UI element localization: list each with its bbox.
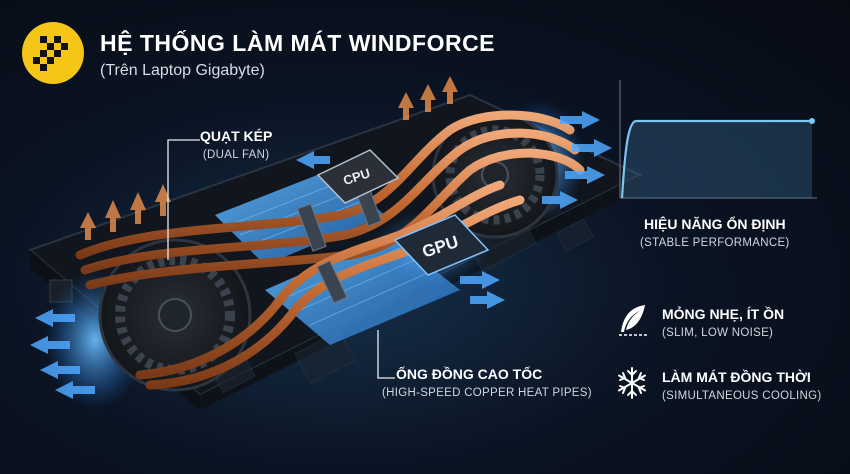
slim-label: MỎNG NHẸ, ÍT ỒN bbox=[662, 306, 785, 322]
heat-pipes-label: ỐNG ĐỒNG CAO TỐC bbox=[396, 366, 543, 382]
hot-air-arrows bbox=[80, 76, 458, 240]
heat-pipes-callout-line bbox=[377, 330, 395, 379]
performance-feature: HIỆU NĂNG ỔN ĐỊNH (STABLE PERFORMANCE) bbox=[640, 216, 790, 249]
feather-icon bbox=[619, 305, 647, 336]
cooling-label-en: (SIMULTANEOUS COOLING) bbox=[662, 390, 822, 402]
performance-graph-icon bbox=[619, 80, 817, 199]
cpu-chip bbox=[316, 149, 400, 204]
dual-fan-label-en: (DUAL FAN) bbox=[202, 149, 270, 161]
page-subtitle: (Trên Laptop Gigabyte) bbox=[100, 62, 265, 79]
cooling-feature: LÀM MÁT ĐỒNG THỜI (SIMULTANEOUS COOLING) bbox=[662, 369, 822, 402]
performance-label-en: (STABLE PERFORMANCE) bbox=[640, 237, 790, 249]
snowflake-icon bbox=[618, 367, 646, 399]
page-title: HỆ THỐNG LÀM MÁT WINDFORCE bbox=[100, 30, 496, 56]
dual-fan-callout-line bbox=[167, 139, 200, 260]
copper-heat-pipes bbox=[75, 110, 585, 390]
airflow-arrows bbox=[30, 111, 612, 399]
heat-pipes-label-en: (HIGH-SPEED COPPER HEAT PIPES) bbox=[382, 387, 592, 399]
heat-pipes-callout: ỐNG ĐỒNG CAO TỐC (HIGH-SPEED COPPER HEAT… bbox=[382, 366, 592, 399]
brand-logo bbox=[22, 22, 84, 84]
slim-label-en: (SLIM, LOW NOISE) bbox=[662, 327, 774, 339]
gpu-chip bbox=[393, 214, 490, 276]
cooling-label: LÀM MÁT ĐỒNG THỜI bbox=[662, 369, 811, 385]
dual-fan-callout: QUẠT KÉP (DUAL FAN) bbox=[200, 128, 272, 161]
checkered-flag-logo-icon bbox=[33, 36, 68, 71]
performance-label: HIỆU NĂNG ỔN ĐỊNH bbox=[644, 216, 786, 232]
dual-fan-label: QUẠT KÉP bbox=[200, 128, 273, 144]
slim-feature: MỎNG NHẸ, ÍT ỒN (SLIM, LOW NOISE) bbox=[662, 306, 784, 339]
